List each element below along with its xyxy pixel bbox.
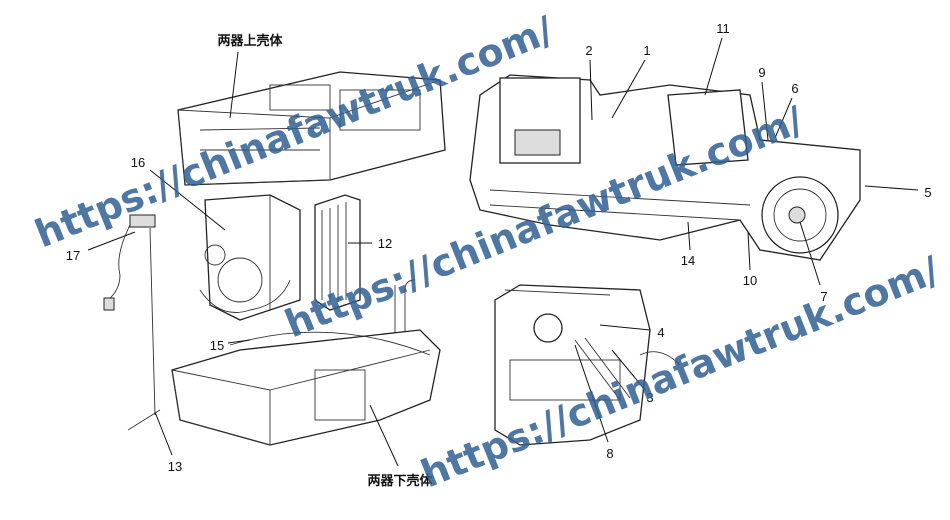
label-7: 7 xyxy=(820,289,827,304)
label-4: 4 xyxy=(657,325,664,340)
label-6: 6 xyxy=(791,81,798,96)
evaporator-part xyxy=(199,194,301,321)
label-13: 13 xyxy=(168,459,182,474)
label-12: 12 xyxy=(378,236,392,251)
hvac-assembly-top xyxy=(469,74,861,261)
label-2: 2 xyxy=(585,43,592,58)
leader-lines xyxy=(87,37,919,467)
label-upper-housing: 两器上壳体 xyxy=(217,33,283,49)
label-14: 14 xyxy=(681,253,695,268)
lower-housing-part xyxy=(171,329,441,446)
label-15: 15 xyxy=(210,338,224,353)
heater-core-part xyxy=(314,194,416,341)
label-8: 8 xyxy=(606,446,613,461)
label-17: 17 xyxy=(66,248,80,263)
upper-housing-part xyxy=(177,71,446,186)
label-9: 9 xyxy=(758,65,765,80)
label-1: 1 xyxy=(643,43,650,58)
label-10: 10 xyxy=(743,273,757,288)
label-3: 3 xyxy=(646,390,653,405)
label-lower-housing: 两器下壳体 xyxy=(367,473,433,489)
label-16: 16 xyxy=(131,155,145,170)
label-11: 11 xyxy=(716,21,730,36)
sensor-part xyxy=(103,214,161,431)
hvac-assembly-bottom xyxy=(494,284,681,446)
label-5: 5 xyxy=(924,185,931,200)
